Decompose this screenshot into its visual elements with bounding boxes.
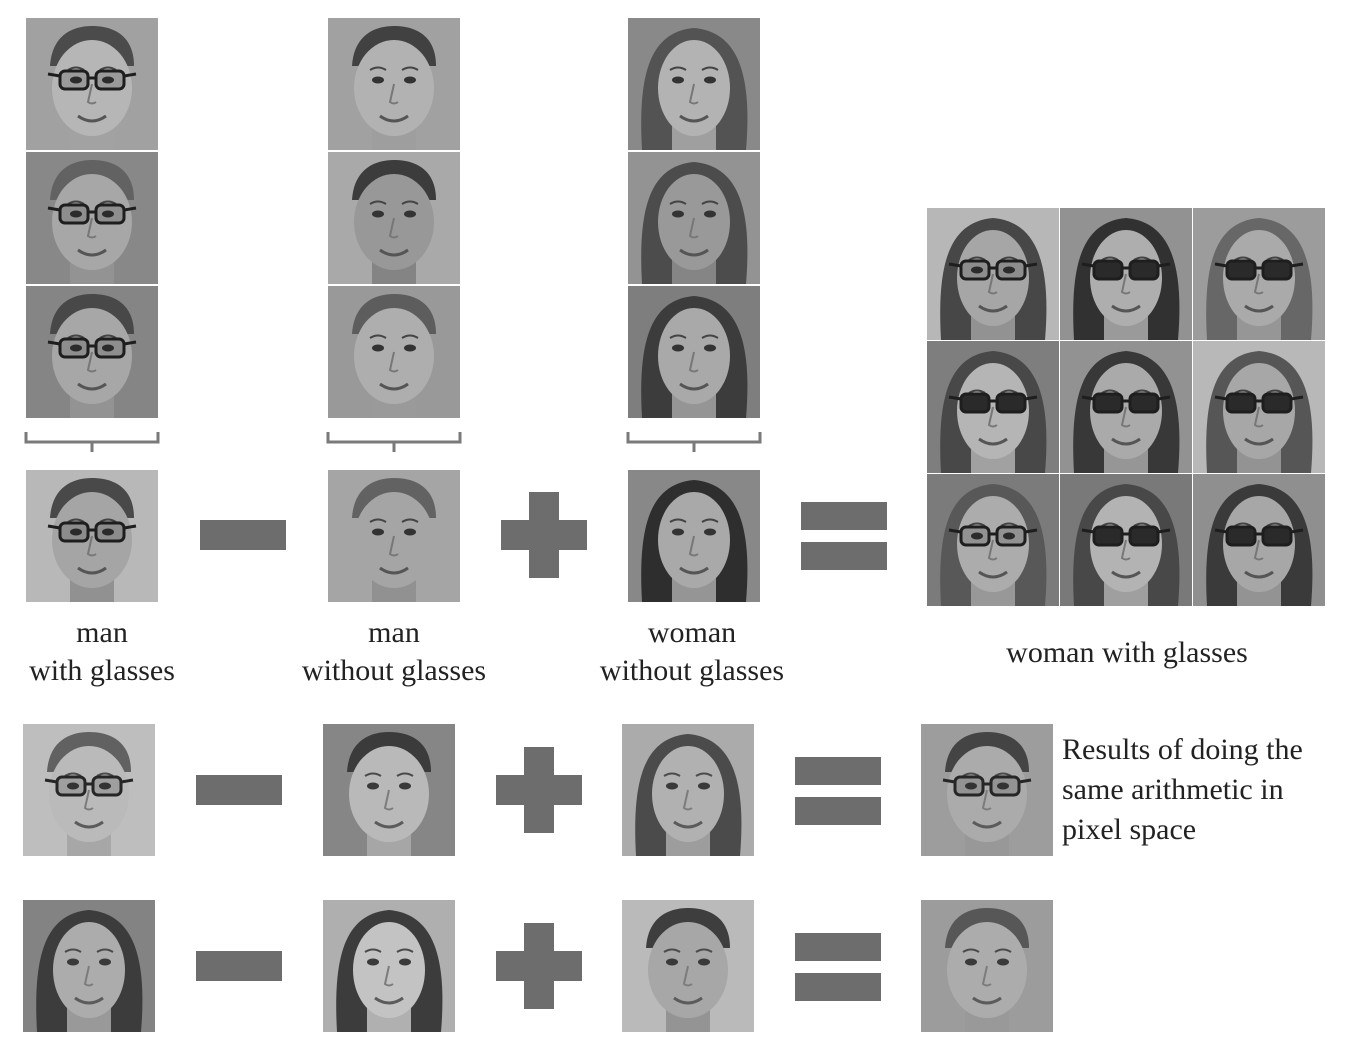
label-line: man (76, 616, 128, 649)
operator-bar (801, 502, 887, 530)
pixel-woman-without-glasses-face (622, 724, 754, 856)
avg-man-without-glasses-face (328, 470, 460, 602)
man-with-glasses-face-2 (26, 152, 158, 284)
woman-with-glasses-face (927, 208, 1059, 340)
pixel-blend-face (323, 900, 455, 1032)
woman-with-glasses-face (927, 474, 1059, 606)
operator-bar (524, 747, 554, 833)
woman-with-glasses-face (1060, 208, 1192, 340)
label-line: woman (647, 616, 737, 649)
pixel-result-face (921, 900, 1053, 1032)
plus-operator (496, 923, 582, 1009)
man-with-glasses-face-3 (26, 286, 158, 418)
pixel-man-face (622, 900, 754, 1032)
pixel-result-face (921, 724, 1053, 856)
minus-operator (196, 775, 282, 805)
operator-bar (795, 933, 881, 961)
equals-operator (801, 502, 887, 570)
man-without-glasses-face-3 (328, 286, 460, 418)
operator-bar (524, 923, 554, 1009)
plus-operator (496, 747, 582, 833)
operator-bar (795, 797, 881, 825)
pixel-man-with-glasses-face (23, 724, 155, 856)
label-woman-with-glasses: woman with glasses (967, 634, 1287, 672)
avg-woman-without-glasses-face (628, 470, 760, 602)
operator-bar (795, 973, 881, 1001)
woman-with-glasses-face (1193, 341, 1325, 473)
equals-operator (795, 757, 881, 825)
pixel-man-without-glasses-face (323, 724, 455, 856)
woman-with-glasses-face (1060, 341, 1192, 473)
man-without-glasses-face-2 (328, 152, 460, 284)
woman-without-glasses-face-2 (628, 152, 760, 284)
bracket-man-with-glasses (24, 432, 160, 452)
operator-bar (529, 492, 559, 578)
label-line: man (368, 616, 420, 649)
woman-with-glasses-face (1193, 208, 1325, 340)
label-man-without-glasses: man without glasses (274, 614, 514, 690)
woman-with-glasses-face (1060, 474, 1192, 606)
woman-with-glasses-face (927, 341, 1059, 473)
operator-bar (801, 542, 887, 570)
operator-bar (196, 951, 282, 981)
man-with-glasses-face-1 (26, 18, 158, 150)
woman-without-glasses-face-3 (628, 286, 760, 418)
pixel-woman-face (23, 900, 155, 1032)
result-grid (927, 208, 1325, 608)
label-line: without glasses (301, 654, 487, 687)
equals-operator (795, 933, 881, 1001)
label-line: with glasses (29, 654, 175, 687)
pixel-space-note: Results of doing the same arithmetic in … (1062, 730, 1303, 850)
woman-with-glasses-face (1193, 474, 1325, 606)
woman-without-glasses-face-1 (628, 18, 760, 150)
note-line: pixel space (1062, 813, 1197, 846)
label-line: woman with glasses (1006, 636, 1248, 669)
note-line: same arithmetic in (1062, 773, 1284, 806)
man-without-glasses-face-1 (328, 18, 460, 150)
note-line: Results of doing the (1062, 733, 1303, 766)
plus-operator (501, 492, 587, 578)
minus-operator (196, 951, 282, 981)
minus-operator (200, 520, 286, 550)
operator-bar (200, 520, 286, 550)
label-line: without glasses (599, 654, 785, 687)
bracket-man-without-glasses (326, 432, 462, 452)
bracket-woman-without-glasses (626, 432, 762, 452)
label-man-with-glasses: man with glasses (0, 614, 204, 690)
operator-bar (795, 757, 881, 785)
operator-bar (196, 775, 282, 805)
label-woman-without-glasses: woman without glasses (572, 614, 812, 690)
avg-man-with-glasses-face (26, 470, 158, 602)
